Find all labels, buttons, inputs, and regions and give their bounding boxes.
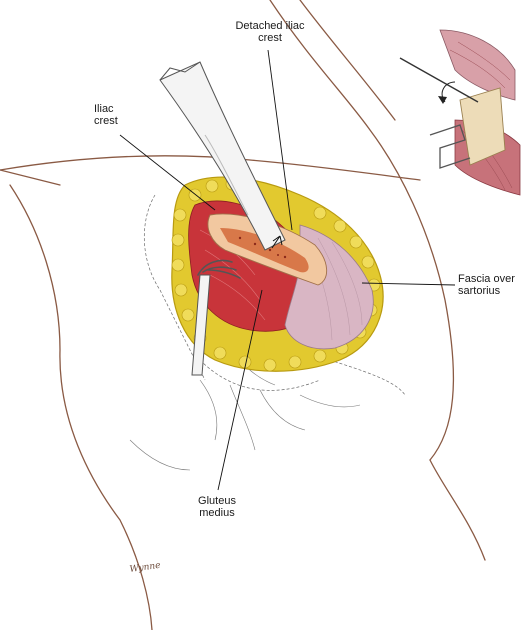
bone-marrow bbox=[220, 228, 309, 273]
label-fascia-over-sartorius: Fascia over sartorius bbox=[458, 273, 515, 297]
artist-signature: Wynne bbox=[129, 561, 161, 575]
inset-muscle-upper bbox=[439, 29, 516, 101]
incision-site bbox=[171, 176, 384, 372]
inset-retractor bbox=[429, 124, 471, 169]
upper-left-curve bbox=[0, 169, 61, 186]
leader-detached-iliac-crest bbox=[267, 49, 293, 231]
inset-arrowhead bbox=[438, 96, 447, 104]
leader-lines bbox=[119, 49, 456, 491]
osteotome-handle-notch bbox=[159, 61, 201, 81]
torso-right-outline bbox=[269, 0, 455, 461]
leader-gluteus-medius bbox=[217, 289, 263, 491]
retractor-shaft bbox=[191, 274, 211, 376]
body-outline bbox=[0, 0, 486, 630]
inset-osteotome bbox=[399, 57, 479, 103]
label-iliac-crest: Iliac crest bbox=[94, 103, 118, 127]
label-gluteus-medius: Gluteus medius bbox=[198, 495, 236, 519]
retractor-instrument bbox=[191, 259, 241, 376]
thigh-right-outline bbox=[299, 0, 396, 121]
hip-right-outline bbox=[429, 459, 486, 561]
muscle-shading-lines bbox=[129, 359, 361, 471]
torso-left-outline bbox=[9, 184, 153, 630]
osteotome-edge-highlight bbox=[204, 134, 249, 216]
leader-fascia-over-sartorius bbox=[361, 282, 456, 286]
leader-iliac-crest bbox=[119, 134, 216, 211]
contour-lines bbox=[143, 194, 406, 396]
osteotome-shaft bbox=[159, 61, 286, 251]
direction-arrow bbox=[271, 235, 283, 249]
label-detached-iliac-crest: Detached iliac crest bbox=[235, 20, 305, 44]
inset-illustration bbox=[399, 29, 521, 196]
marrow-speckles bbox=[238, 236, 287, 259]
waist-contour-line bbox=[0, 155, 421, 181]
retractor-prongs bbox=[197, 259, 241, 279]
inset-bone-strip bbox=[459, 87, 506, 166]
osteotome-instrument bbox=[159, 61, 286, 251]
